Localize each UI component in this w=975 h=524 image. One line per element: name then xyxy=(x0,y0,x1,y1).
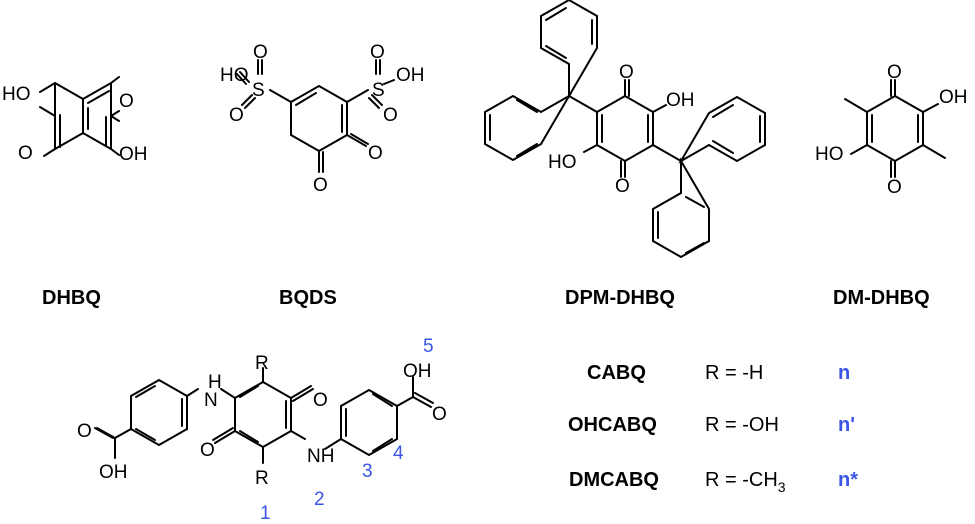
structure-cabq-core xyxy=(94,367,434,464)
atom-o: O xyxy=(119,91,134,112)
atom-oh: OH xyxy=(666,90,695,111)
derivative-r-group: R = -CH3 xyxy=(705,469,786,495)
atom-oh: OH xyxy=(119,144,148,165)
r-group-text: R = -CH xyxy=(705,469,778,491)
derivative-row-cabq: CABQ R = -H n xyxy=(587,362,850,384)
position-label-4: 4 xyxy=(393,443,404,464)
structure-dm-dhbq: O OH HO O xyxy=(815,62,968,198)
position-label-2: 2 xyxy=(314,489,325,510)
structure-dpm-dhbq: O OH HO O xyxy=(484,0,766,259)
atom-o: O xyxy=(313,175,328,196)
position-label-5: 5 xyxy=(423,336,434,357)
derivative-symbol: n' xyxy=(838,414,855,436)
atom-o: O xyxy=(200,440,215,461)
atom-o: O xyxy=(18,143,33,164)
atom-o: O xyxy=(77,421,92,442)
atom-ho: HO xyxy=(220,65,249,86)
atom-ho: HO xyxy=(815,144,844,165)
compound-name: DPM-DHBQ xyxy=(565,287,675,309)
atom-oh: OH xyxy=(396,65,425,86)
atom-r: R xyxy=(255,468,269,489)
atom-oh: OH xyxy=(939,87,968,108)
atom-o: O xyxy=(370,42,385,63)
atom-o: O xyxy=(229,105,244,126)
atom-o: O xyxy=(887,62,902,83)
derivative-row-dmcabq: DMCABQ R = -CH3 n* xyxy=(569,469,858,495)
atom-oh: OH xyxy=(99,462,128,483)
atom-s: S xyxy=(252,80,265,101)
compound-name: DHBQ xyxy=(42,287,101,309)
structure-bqds: HO O S O O S OH O O O xyxy=(220,42,425,196)
derivative-name: DMCABQ xyxy=(569,469,659,491)
compound-name: DM-DHBQ xyxy=(833,287,930,309)
atom-o: O xyxy=(615,176,630,197)
atom-ho: HO xyxy=(548,152,577,173)
atom-s: S xyxy=(372,80,385,101)
atom-n: N xyxy=(204,390,218,411)
derivative-name: CABQ xyxy=(587,362,646,384)
derivative-row-ohcabq: OHCABQ R = -OH n' xyxy=(568,414,855,436)
derivative-r-group: R = -OH xyxy=(705,414,779,436)
atom-o: O xyxy=(887,177,902,198)
position-label-1: 1 xyxy=(260,503,271,524)
position-label-3: 3 xyxy=(362,461,373,482)
atom-ho: HO xyxy=(2,84,31,105)
derivative-r-group: R = -H xyxy=(705,362,763,384)
atom-o: O xyxy=(383,105,398,126)
atom-r: R xyxy=(255,353,269,374)
derivative-name: OHCABQ xyxy=(568,414,657,436)
atom-h: H xyxy=(208,372,222,393)
atom-nh: NH xyxy=(307,446,334,467)
atom-o: O xyxy=(253,42,268,63)
atom-o: O xyxy=(368,143,383,164)
derivative-symbol: n* xyxy=(838,469,858,491)
atom-oh: OH xyxy=(403,361,432,382)
atom-o: O xyxy=(313,390,328,411)
atom-o: O xyxy=(432,404,447,425)
atom-o: O xyxy=(619,62,634,83)
r-group-subscript: 3 xyxy=(778,479,786,495)
structure-dhbq: HO O O OH xyxy=(2,76,148,165)
derivative-symbol: n xyxy=(838,362,850,384)
compound-name: BQDS xyxy=(279,287,337,309)
